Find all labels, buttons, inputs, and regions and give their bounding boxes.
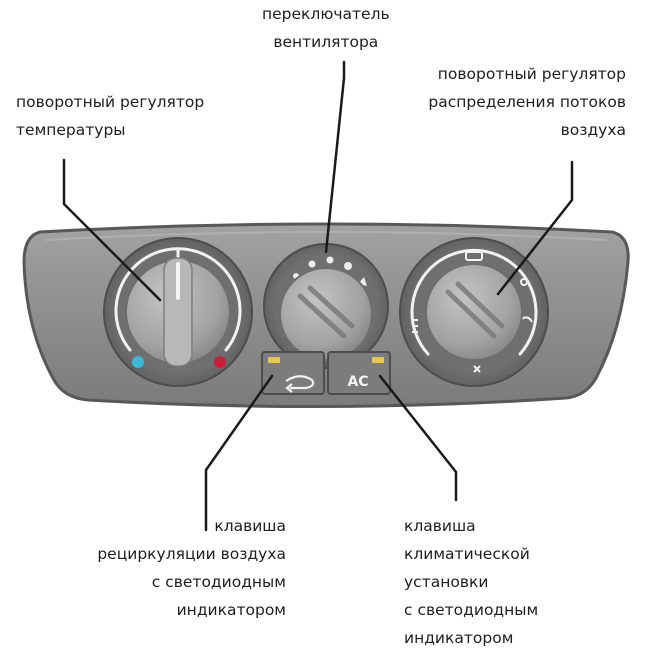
label-climate-line: клавиша bbox=[404, 517, 476, 535]
label-air-distribution-line: поворотный регулятор bbox=[437, 65, 626, 83]
label-climate-line: с светодиодным bbox=[404, 601, 539, 619]
label-fan-switch: переключатель вентилятора bbox=[262, 0, 390, 56]
ac-key[interactable]: AC bbox=[327, 351, 391, 395]
label-recirculation-key: клавиша рециркуляции воздуха с светодиод… bbox=[97, 512, 286, 624]
label-air-distribution-line: воздуха bbox=[560, 121, 626, 139]
label-recirculation-line: с светодиодным bbox=[151, 573, 286, 591]
ac-led-icon bbox=[372, 357, 384, 363]
label-fan-switch-line: вентилятора bbox=[273, 33, 379, 51]
label-temperature-line: поворотный регулятор bbox=[16, 93, 205, 111]
cold-dot-icon bbox=[132, 356, 144, 368]
leader-climate bbox=[378, 374, 458, 502]
leader-fan bbox=[324, 60, 346, 254]
label-climate-line: индикатором bbox=[404, 629, 514, 647]
leader-recirculation bbox=[204, 374, 274, 532]
leader-temperature bbox=[62, 158, 162, 302]
label-recirculation-line: клавиша bbox=[214, 517, 286, 535]
fan-switch-knob[interactable] bbox=[263, 243, 389, 369]
air-distribution-knob[interactable] bbox=[399, 237, 549, 387]
recirculation-led-icon bbox=[268, 357, 280, 363]
label-temperature-knob: поворотный регулятор температуры bbox=[16, 88, 204, 144]
label-air-distribution-line: распределения потоков bbox=[428, 93, 626, 111]
label-air-distribution-knob: поворотный регулятор распределения поток… bbox=[428, 60, 626, 144]
label-climate-line: климатической bbox=[404, 545, 530, 563]
hot-dot-icon bbox=[214, 356, 226, 368]
label-temperature-line: температуры bbox=[16, 121, 126, 139]
ac-label: AC bbox=[347, 374, 368, 390]
label-climate-line: установки bbox=[404, 573, 489, 591]
recirculation-arrow-icon bbox=[285, 375, 315, 390]
label-fan-switch-line: переключатель bbox=[262, 5, 390, 23]
recirculation-key[interactable] bbox=[261, 351, 325, 395]
label-recirculation-line: рециркуляции воздуха bbox=[97, 545, 286, 563]
label-recirculation-line: индикатором bbox=[176, 601, 286, 619]
leader-air-distribution bbox=[496, 160, 574, 296]
label-climate-key: клавиша климатической установки с светод… bbox=[404, 512, 538, 652]
temperature-knob[interactable] bbox=[103, 237, 253, 387]
leader-lines bbox=[62, 60, 574, 532]
